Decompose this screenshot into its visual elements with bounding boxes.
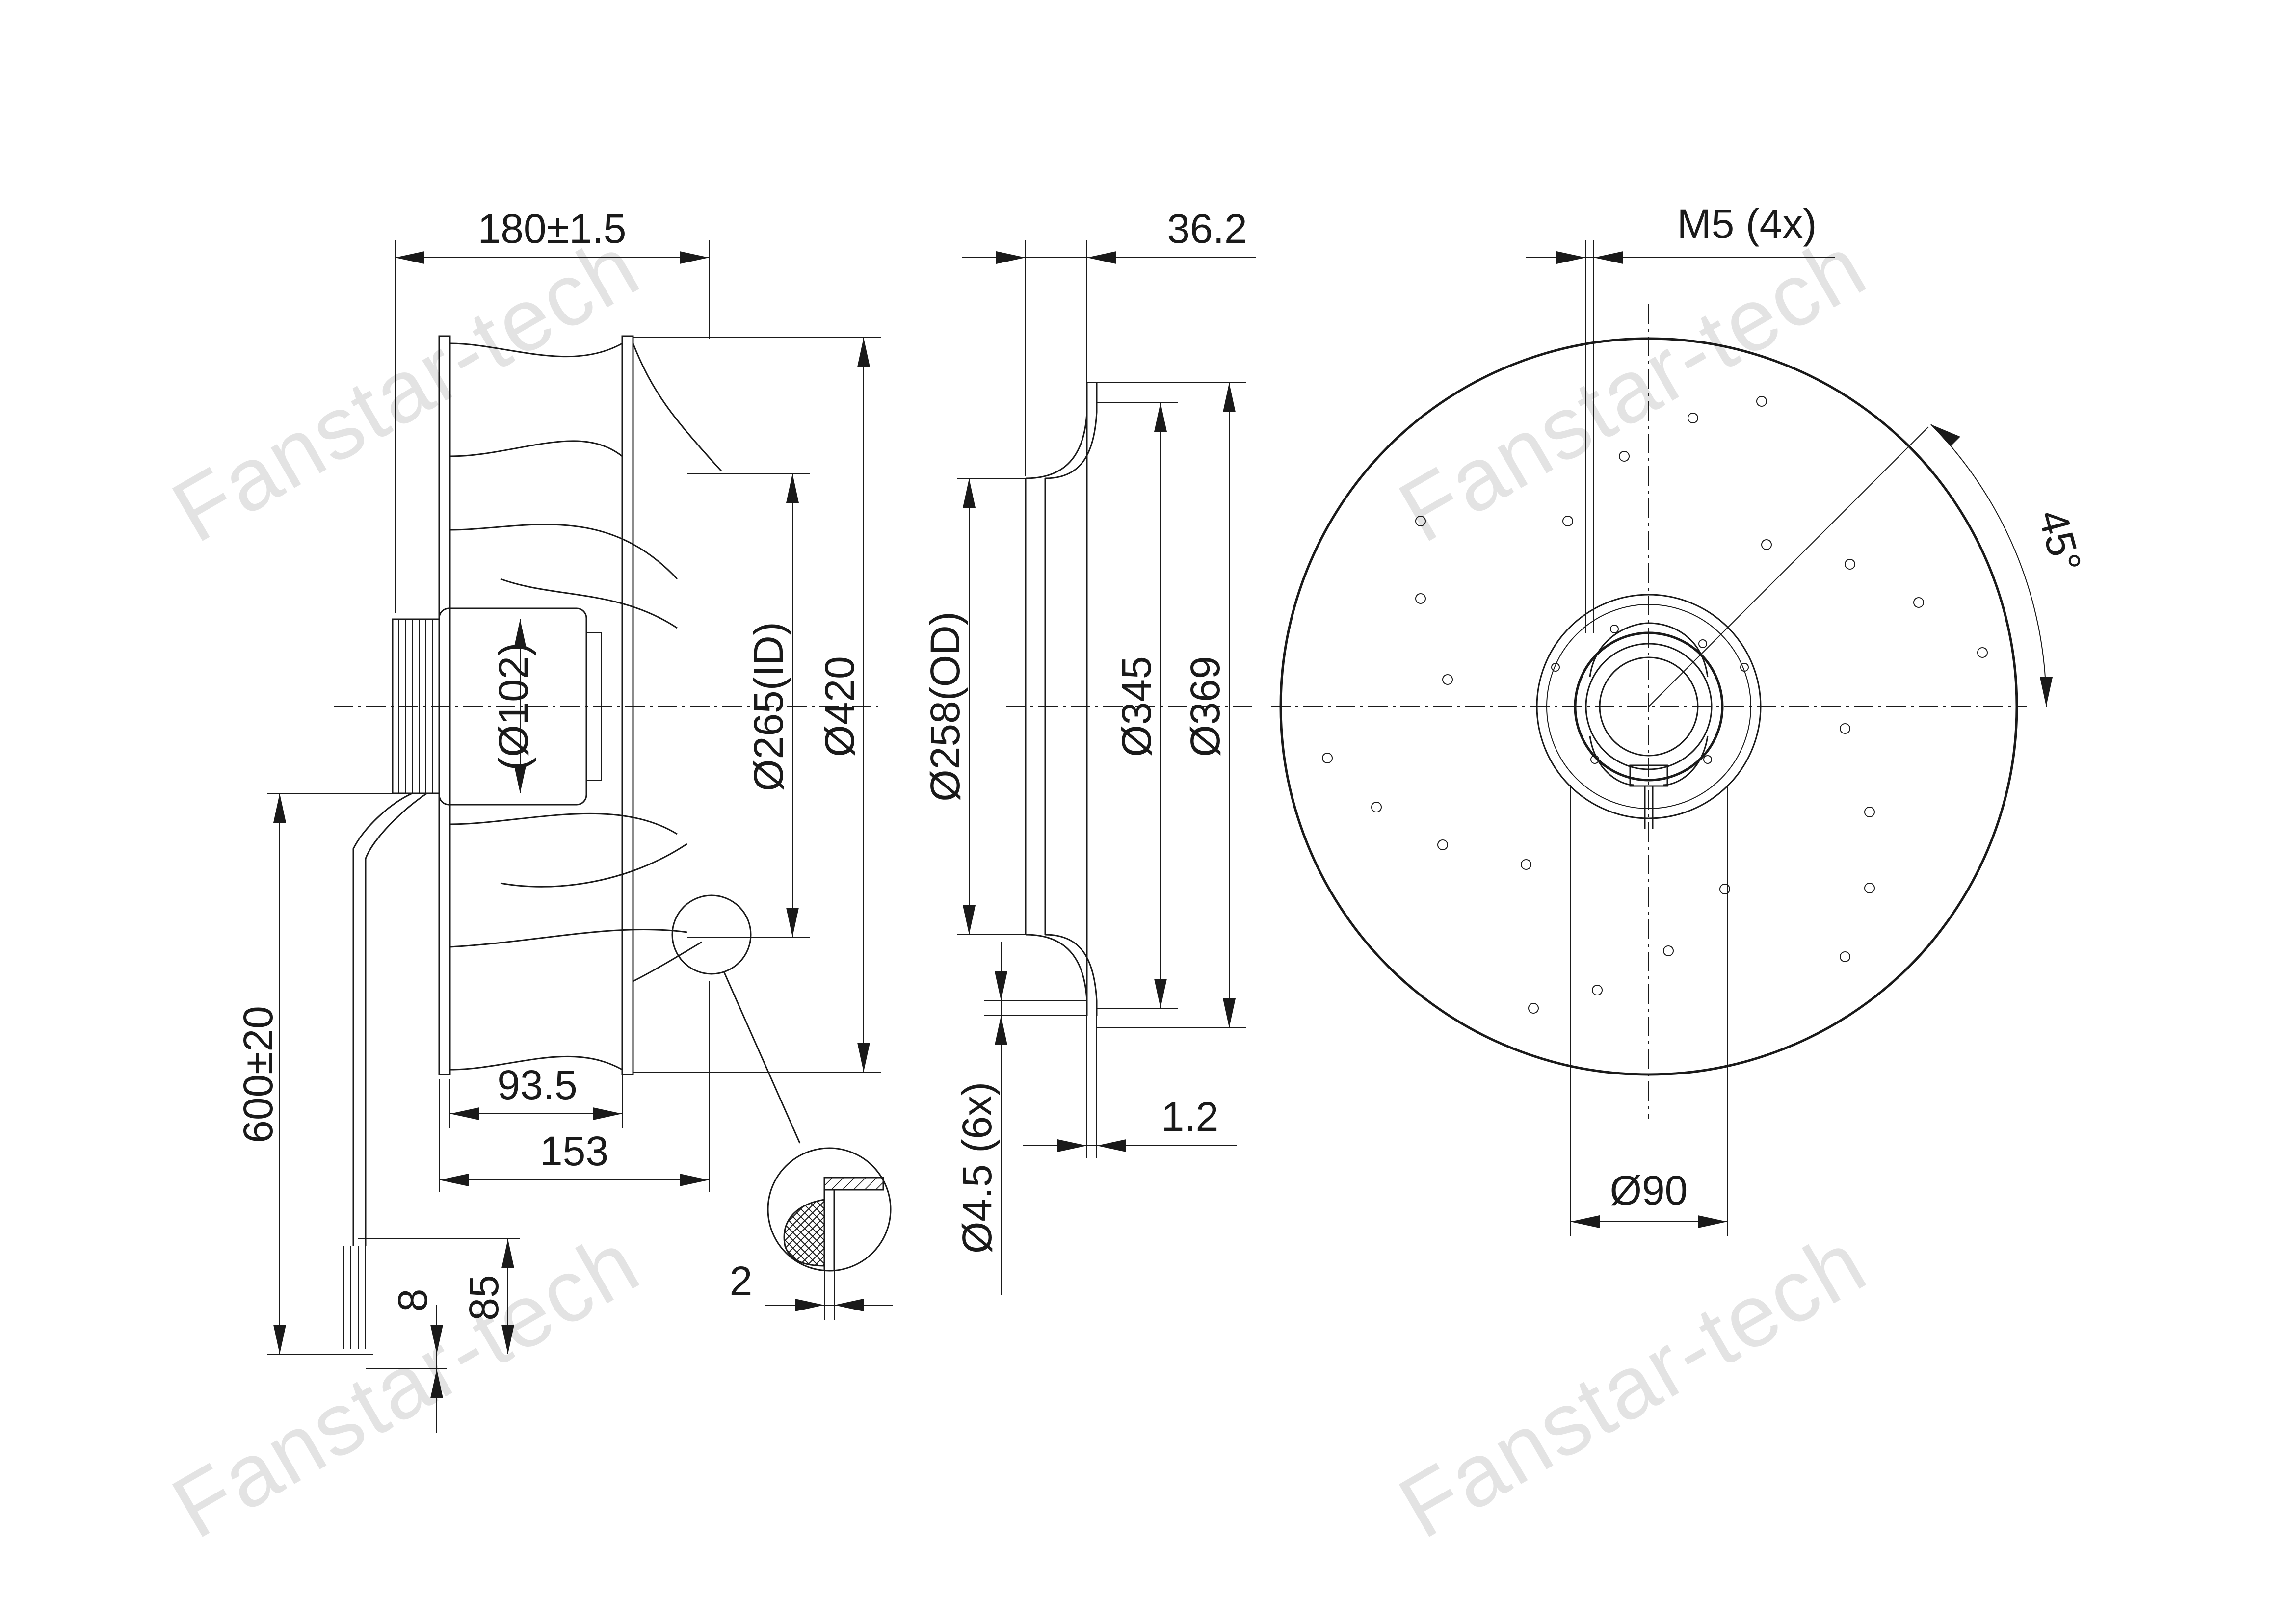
dim-motor-diameter: (Ø102) bbox=[490, 642, 536, 770]
dim-lead-length: 85 bbox=[461, 1275, 507, 1320]
dim-mount-holes: Ø4.5 (6x) bbox=[954, 1082, 1000, 1254]
dim-outer-ring: Ø369 bbox=[1182, 656, 1228, 757]
watermark-text: Fanstar-tech bbox=[1383, 1212, 1882, 1557]
watermark-text: Fanstar-tech bbox=[157, 1212, 656, 1557]
dim-outer-diameter: Ø420 bbox=[817, 656, 863, 757]
watermarks: Fanstar-tech Fanstar-tech Fanstar-tech F… bbox=[157, 216, 1882, 1557]
watermark-text: Fanstar-tech bbox=[1383, 216, 1882, 561]
dim-thickness: 2 bbox=[730, 1258, 753, 1304]
dim-inner-ring: Ø345 bbox=[1113, 656, 1160, 757]
section-view: 36.2 Ø258(OD) Ø345 Ø369 Ø4.5 (6x) bbox=[922, 206, 1256, 1295]
side-view: 180±1.5 (Ø102) Ø265(ID) Ø420 93.5 1 bbox=[235, 206, 881, 1433]
dim-cable-length: 600±20 bbox=[235, 1006, 281, 1143]
detail-view: 2 bbox=[730, 1147, 893, 1320]
dim-plate-thickness: 1.2 bbox=[1161, 1094, 1219, 1140]
dim-depth-a: 93.5 bbox=[497, 1062, 578, 1108]
watermark-text: Fanstar-tech bbox=[157, 216, 656, 561]
front-view: M5 (4x) 45° Ø90 bbox=[1271, 201, 2090, 1236]
dim-flange-width: 36.2 bbox=[1167, 206, 1247, 252]
mounting-holes bbox=[1322, 396, 1988, 1014]
dim-thread: M5 (4x) bbox=[1677, 201, 1817, 247]
dim-width-overall: 180±1.5 bbox=[477, 206, 626, 252]
dim-depth-b: 153 bbox=[540, 1128, 608, 1174]
dim-inner-diameter: Ø265(ID) bbox=[745, 622, 791, 791]
dim-outlet-diameter: Ø258(OD) bbox=[922, 611, 968, 801]
dim-strip-length: 8 bbox=[390, 1289, 436, 1312]
dim-hub-diameter: Ø90 bbox=[1610, 1167, 1688, 1213]
dim-angle: 45° bbox=[2030, 505, 2090, 577]
